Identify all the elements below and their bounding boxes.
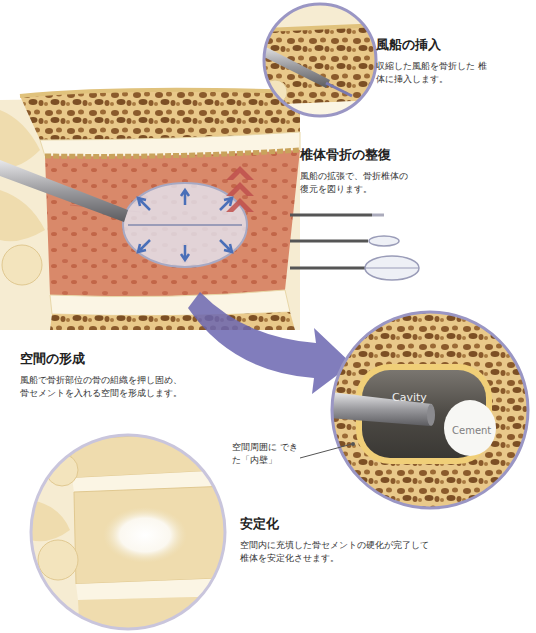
- step-description: 風船の拡張で、骨折椎体の 復元を図ります。: [300, 170, 417, 195]
- leader-line: [300, 444, 352, 458]
- stabilized-inset: [30, 430, 230, 633]
- part-label: Cement: [452, 424, 512, 438]
- step-heading: 空間の形成: [20, 350, 170, 368]
- balloon-stages: [290, 215, 419, 280]
- step-heading: 椎体骨折の整復: [300, 146, 450, 164]
- spine-side-view: [0, 90, 300, 330]
- step-description: 風船で骨折部位の骨の組織を押し固め、 骨セメントを入れる空間を形成します。: [20, 374, 192, 399]
- step-description: 空間内に充填した骨セメントの硬化が完了して 椎体を安定化させます。: [240, 539, 436, 564]
- insertion-inset: [260, 0, 380, 120]
- callout-label: 空間周囲に できた「内壁」: [232, 441, 304, 466]
- step-heading: 安定化: [240, 515, 390, 533]
- flow-arrow: [188, 292, 352, 394]
- step-description: 収縮した風船を骨折した 椎体に挿入します。: [376, 60, 488, 85]
- step-heading: 風船の挿入: [376, 36, 526, 54]
- cavity-inset: [330, 310, 530, 510]
- part-label: Cavity: [392, 390, 452, 405]
